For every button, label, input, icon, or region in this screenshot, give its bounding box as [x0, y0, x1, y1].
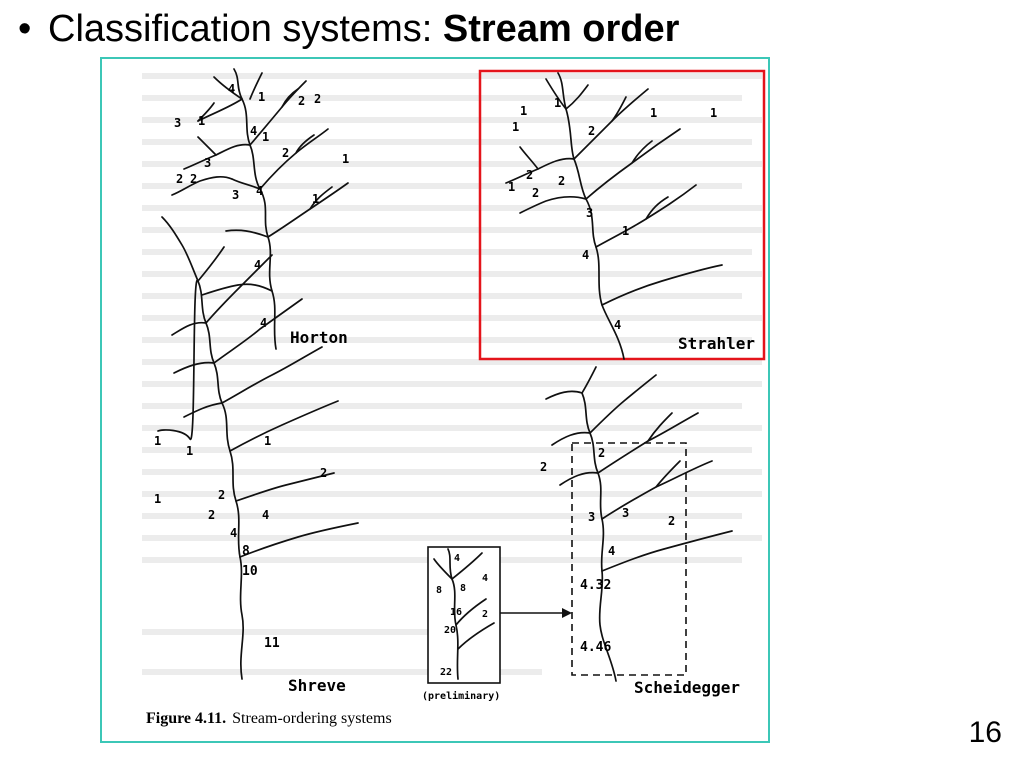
strahler-order-label: 1 — [710, 106, 717, 120]
shreve-order-label: 4 — [230, 526, 237, 540]
strahler-order-label: 4 — [614, 318, 621, 332]
shreve-order-label: 1 — [154, 492, 161, 506]
horton-labels: 4 1 3 1 2 2 4 1 2 3 2 2 3 4 4 4 1 1 Hort… — [174, 82, 349, 347]
strahler-highlight-box — [478, 69, 766, 361]
figure-frame: 4 1 3 1 2 2 4 1 2 3 2 2 3 4 4 4 1 1 Hort… — [100, 57, 770, 743]
strahler-order-label: 2 — [532, 186, 539, 200]
horton-order-label: 2 — [190, 172, 197, 186]
scheidegger-dashed-box — [571, 442, 687, 676]
caption-bold: Figure 4.11. — [146, 710, 226, 727]
shreve-order-label: 2 — [320, 466, 327, 480]
strahler-order-label: 1 — [520, 104, 527, 118]
preliminary-order-label: 2 — [482, 609, 488, 620]
strahler-order-label: 1 — [512, 120, 519, 134]
preliminary-order-label: 16 — [450, 607, 462, 618]
preliminary-inset-box — [427, 546, 501, 684]
scheidegger-order-label: 4 — [608, 544, 615, 558]
preliminary-order-label: 4 — [454, 553, 460, 564]
shreve-order-label: 1 — [186, 444, 193, 458]
stream-order-figure: 4 1 3 1 2 2 4 1 2 3 2 2 3 4 4 4 1 1 Hort… — [142, 68, 766, 727]
shreve-order-label: 8 — [242, 544, 250, 559]
strahler-order-label: 1 — [650, 106, 657, 120]
horton-order-label: 3 — [174, 116, 181, 130]
preliminary-network — [433, 548, 495, 680]
horton-order-label: 3 — [232, 188, 239, 202]
preliminary-order-label: 20 — [444, 625, 456, 636]
horton-order-label: 4 — [254, 258, 261, 272]
horton-order-label: 2 — [176, 172, 183, 186]
scheidegger-order-label: 3 — [588, 510, 595, 524]
shreve-order-label: 2 — [208, 508, 215, 522]
horton-name: Horton — [290, 328, 348, 347]
strahler-order-label: 4 — [582, 248, 589, 262]
strahler-order-label: 1 — [554, 96, 561, 110]
scheidegger-name: Scheidegger — [634, 678, 740, 697]
strahler-order-label: 2 — [526, 168, 533, 182]
preliminary-labels: 4 4 8 8 16 20 2 22 (preliminary) — [422, 553, 500, 702]
scheidegger-network — [545, 366, 733, 682]
strahler-labels: 1 1 1 2 1 1 2 1 2 2 1 3 4 4 Strahler — [508, 96, 755, 353]
shreve-order-label: 2 — [218, 488, 225, 502]
shreve-order-label: 11 — [264, 636, 280, 651]
horton-order-label: 1 — [258, 90, 265, 104]
horton-order-label: 4 — [260, 316, 267, 330]
horton-order-label: 1 — [312, 192, 319, 206]
figure-caption: Figure 4.11. Stream-ordering systems — [146, 710, 392, 727]
shreve-order-label: 10 — [242, 564, 258, 579]
scheidegger-order-label: 4.46 — [580, 640, 611, 655]
horton-order-label: 1 — [262, 130, 269, 144]
horton-order-label: 2 — [298, 94, 305, 108]
strahler-order-label: 1 — [622, 224, 629, 238]
preliminary-order-label: 4 — [482, 573, 488, 584]
preliminary-order-label: 8 — [436, 585, 442, 596]
title-bold: Stream order — [442, 8, 680, 50]
horton-order-label: 4 — [256, 184, 263, 198]
shreve-order-label: 1 — [264, 434, 271, 448]
strahler-order-label: 3 — [586, 206, 593, 220]
strahler-order-label: 2 — [558, 174, 565, 188]
scheidegger-order-label: 2 — [540, 460, 547, 474]
scheidegger-order-label: 4.32 — [580, 578, 611, 593]
bullet-icon: • — [18, 8, 32, 50]
horton-network — [171, 68, 349, 350]
shreve-order-label: 1 — [154, 434, 161, 448]
strahler-order-label: 2 — [588, 124, 595, 138]
scheidegger-order-label: 2 — [668, 514, 675, 528]
scheidegger-order-label: 3 — [622, 506, 629, 520]
preliminary-order-label: 22 — [440, 667, 452, 678]
shreve-name: Shreve — [288, 676, 346, 695]
horton-order-label: 2 — [314, 92, 321, 106]
shreve-network — [157, 216, 359, 680]
slide-title: • Classification systems: Stream order — [18, 8, 679, 51]
horton-order-label: 4 — [250, 124, 257, 138]
shreve-labels: 1 1 1 1 2 4 2 4 2 8 10 11 Shreve — [154, 434, 346, 695]
title-prefix: Classification systems: — [48, 8, 443, 50]
caption-text: Stream-ordering systems — [232, 710, 392, 727]
preliminary-order-label: 8 — [460, 583, 466, 594]
scheidegger-labels: 2 2 3 3 2 4 4.32 4.46 Scheidegger — [540, 446, 740, 697]
background-text-ghost — [142, 73, 762, 675]
horton-order-label: 3 — [204, 156, 211, 170]
page-number: 16 — [968, 716, 1002, 749]
arrow-icon — [500, 608, 572, 618]
horton-order-label: 4 — [228, 82, 235, 96]
preliminary-name: (preliminary) — [422, 690, 500, 702]
shreve-order-label: 4 — [262, 508, 269, 522]
horton-order-label: 1 — [342, 152, 349, 166]
horton-order-label: 2 — [282, 146, 289, 160]
horton-order-label: 1 — [198, 114, 205, 128]
scheidegger-order-label: 2 — [598, 446, 605, 460]
strahler-name: Strahler — [678, 334, 755, 353]
strahler-network — [505, 72, 723, 360]
strahler-order-label: 1 — [508, 180, 515, 194]
